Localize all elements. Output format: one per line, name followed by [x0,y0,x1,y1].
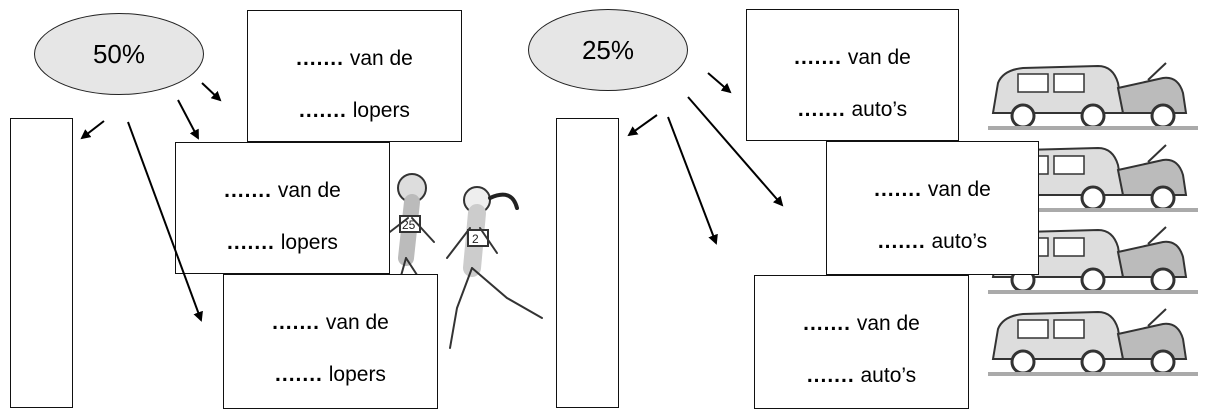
answer-box-right-3: ....... van de ....... auto’s [754,275,969,409]
blank-dots[interactable]: ....... [874,178,922,201]
blank-dots[interactable]: ....... [275,363,323,386]
box-text: van de [349,47,413,70]
box-text: lopers [280,231,338,254]
box-text: van de [856,312,920,335]
answer-box-right-2: ....... van de ....... auto’s [826,141,1039,275]
arrow [627,114,658,137]
answer-box-left-2: ....... van de ....... lopers [175,142,390,274]
arrow [80,120,105,140]
blank-dots[interactable]: ....... [797,98,846,121]
box-text: lopers [352,99,410,122]
runners-illustration-icon: 25 2 [381,173,543,349]
box-text: van de [325,311,389,334]
box-text: auto’s [931,230,988,253]
blank-dots[interactable]: ....... [272,311,320,334]
percent-oval-left: 50% [34,13,204,95]
svg-text:25: 25 [402,218,416,232]
blank-bar-right [556,118,619,408]
blank-dots[interactable]: ....... [803,312,851,335]
answer-box-left-3: ....... van de ....... lopers [223,274,438,409]
arrow [177,99,199,140]
blank-dots[interactable]: ....... [296,47,344,70]
percent-oval-right: 25% [528,9,688,91]
blank-dots[interactable]: ....... [299,99,347,122]
arrow [687,96,784,207]
percent-label-left: 50% [92,38,146,69]
box-text: van de [927,178,991,201]
box-text: auto’s [860,364,917,387]
arrow [667,116,718,245]
arrow [707,72,732,94]
answer-box-right-1: ....... van de ....... auto’s [746,9,959,141]
arrow [127,121,203,322]
blank-dots[interactable]: ....... [806,364,855,387]
blank-dots[interactable]: ....... [224,179,272,202]
answer-box-left-1: ....... van de ....... lopers [247,10,462,142]
box-text: van de [847,46,911,69]
blank-dots[interactable]: ....... [877,230,926,253]
blank-dots[interactable]: ....... [794,46,842,69]
percent-label-right: 25% [581,34,635,65]
box-text: auto’s [851,98,908,121]
box-text: van de [277,179,341,202]
svg-text:2: 2 [472,232,479,246]
arrow [201,82,222,102]
blank-dots[interactable]: ....... [227,231,275,254]
box-text: lopers [328,363,386,386]
